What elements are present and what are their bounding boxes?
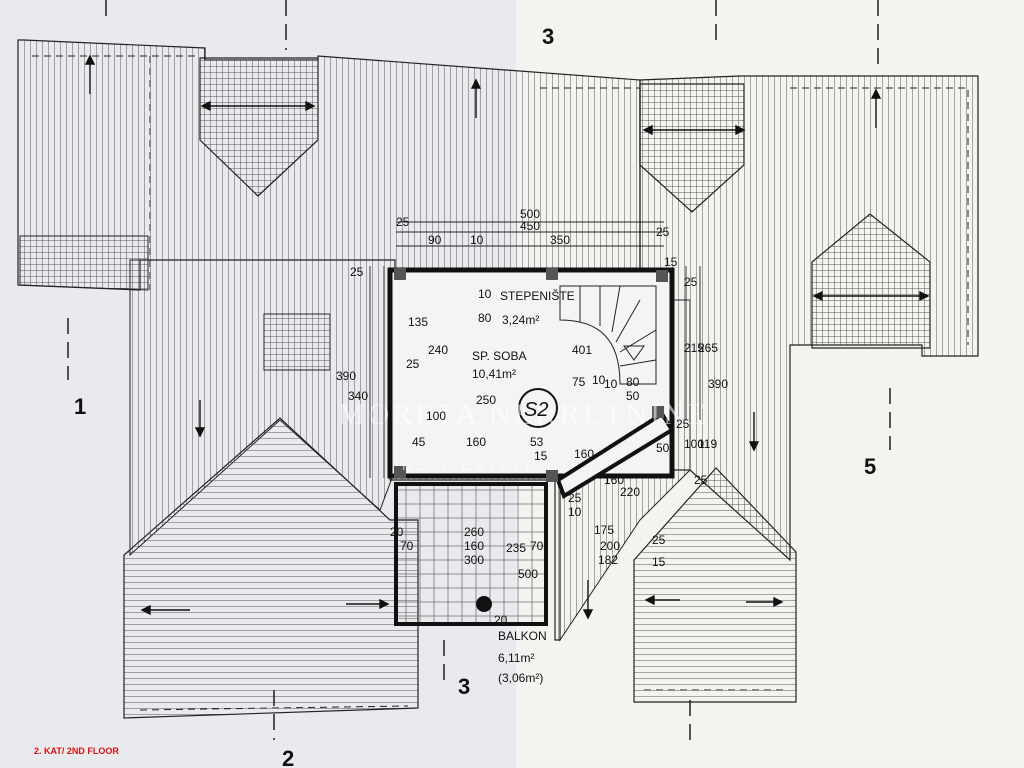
- dim-b-175: 175: [594, 523, 614, 537]
- dim-top-90: 90: [428, 233, 442, 247]
- bedroom-name: SP. SOBA: [472, 349, 526, 363]
- dim-top-10: 10: [470, 233, 484, 247]
- dim-b-70: 70: [400, 539, 414, 553]
- dim-top-25b: 25: [656, 225, 670, 239]
- bedroom-tag: S2: [524, 399, 548, 421]
- dim-in-80b: 80: [626, 375, 640, 389]
- dim-right-265: 265: [698, 341, 718, 355]
- dim-b-182: 182: [598, 553, 618, 567]
- stair-area: 3,24m²: [502, 313, 539, 327]
- dim-b-300: 300: [464, 553, 484, 567]
- dim-b-20b: 20: [494, 613, 508, 627]
- axis-label-1: 1: [74, 394, 86, 419]
- dim-left-25b: 25: [406, 357, 420, 371]
- dim-diag-50: 50: [656, 441, 670, 455]
- dim-right-390: 390: [708, 377, 728, 391]
- balcony-area-alt: (3,06m²): [498, 671, 543, 685]
- dim-top-350: 350: [550, 233, 570, 247]
- dim-in-75: 75: [572, 375, 586, 389]
- dim-right-15: 15: [664, 255, 678, 269]
- dim-diag-25b: 25: [694, 473, 708, 487]
- axis-label-2: 2: [282, 746, 294, 768]
- dormers: [19, 57, 931, 719]
- dim-left-100: 100: [426, 409, 446, 423]
- dim-b-25c: 25: [652, 533, 666, 547]
- dim-in-401: 401: [572, 343, 592, 357]
- dim-top-500: 500: [520, 207, 540, 221]
- dim-in-10: 10: [478, 287, 492, 301]
- dim-b-260: 260: [464, 525, 484, 539]
- floor-caption: 2. KAT/ 2ND FLOOR: [34, 746, 119, 756]
- dim-b-200: 200: [600, 539, 620, 553]
- bedroom-area: 10,41m²: [472, 367, 516, 381]
- dim-left-340: 340: [348, 389, 368, 403]
- balcony-area: 6,11m²: [498, 651, 534, 665]
- axis-label-3-bottom: 3: [458, 674, 470, 699]
- dim-diag-220: 220: [620, 485, 640, 499]
- balcony: [394, 482, 548, 626]
- dim-b-160: 160: [464, 539, 484, 553]
- dim-in-53: 53: [530, 435, 544, 449]
- dim-right-25: 25: [684, 275, 698, 289]
- dim-in-10b: 10: [592, 373, 606, 387]
- dim-in-250: 250: [476, 393, 496, 407]
- dim-in-10c: 10: [604, 377, 618, 391]
- stair-name: STEPENIŠTE: [500, 288, 575, 303]
- dim-diag-25: 25: [676, 417, 690, 431]
- dim-b-500: 500: [518, 567, 538, 581]
- axis-label-5: 5: [864, 454, 876, 479]
- dim-right-215: 215: [684, 341, 704, 355]
- dim-left-135: 135: [408, 315, 428, 329]
- dim-b-25: 25: [568, 491, 582, 505]
- dim-b-10: 10: [568, 505, 582, 519]
- dim-b-20: 20: [390, 525, 404, 539]
- room-core: [387, 267, 675, 499]
- dim-diag-15: 15: [534, 449, 548, 463]
- balcony-name: BALKON: [498, 629, 547, 643]
- dim-left-240: 240: [428, 343, 448, 357]
- dim-left-25: 25: [350, 265, 364, 279]
- dim-top-450: 450: [520, 219, 540, 233]
- watermark-sub: REAL ESTATE: [402, 457, 538, 473]
- dim-diag-160b: 160: [604, 473, 624, 487]
- dim-in-50: 50: [626, 389, 640, 403]
- dim-in-160: 160: [466, 435, 486, 449]
- dim-diag-100: 100: [684, 437, 704, 451]
- dim-diag-119: 119: [698, 437, 717, 451]
- dim-top-25a: 25: [396, 215, 410, 229]
- slope-arrows: [84, 54, 930, 620]
- roof-dashed-outlines: [32, 55, 969, 711]
- dim-in-80: 80: [478, 311, 492, 325]
- watermark-brand: MORETA NEKRETNINE: [338, 398, 709, 431]
- dim-b-15: 15: [652, 555, 666, 569]
- dim-diag-160: 160: [574, 447, 594, 461]
- dim-b-235: 235: [506, 541, 526, 555]
- axis-label-3-top: 3: [542, 24, 554, 49]
- axis-lines: [67, 0, 891, 740]
- dimension-lines: [369, 221, 701, 478]
- dim-left-390: 390: [336, 369, 356, 383]
- dim-in-45: 45: [412, 435, 426, 449]
- dim-b-70b: 70: [530, 539, 544, 553]
